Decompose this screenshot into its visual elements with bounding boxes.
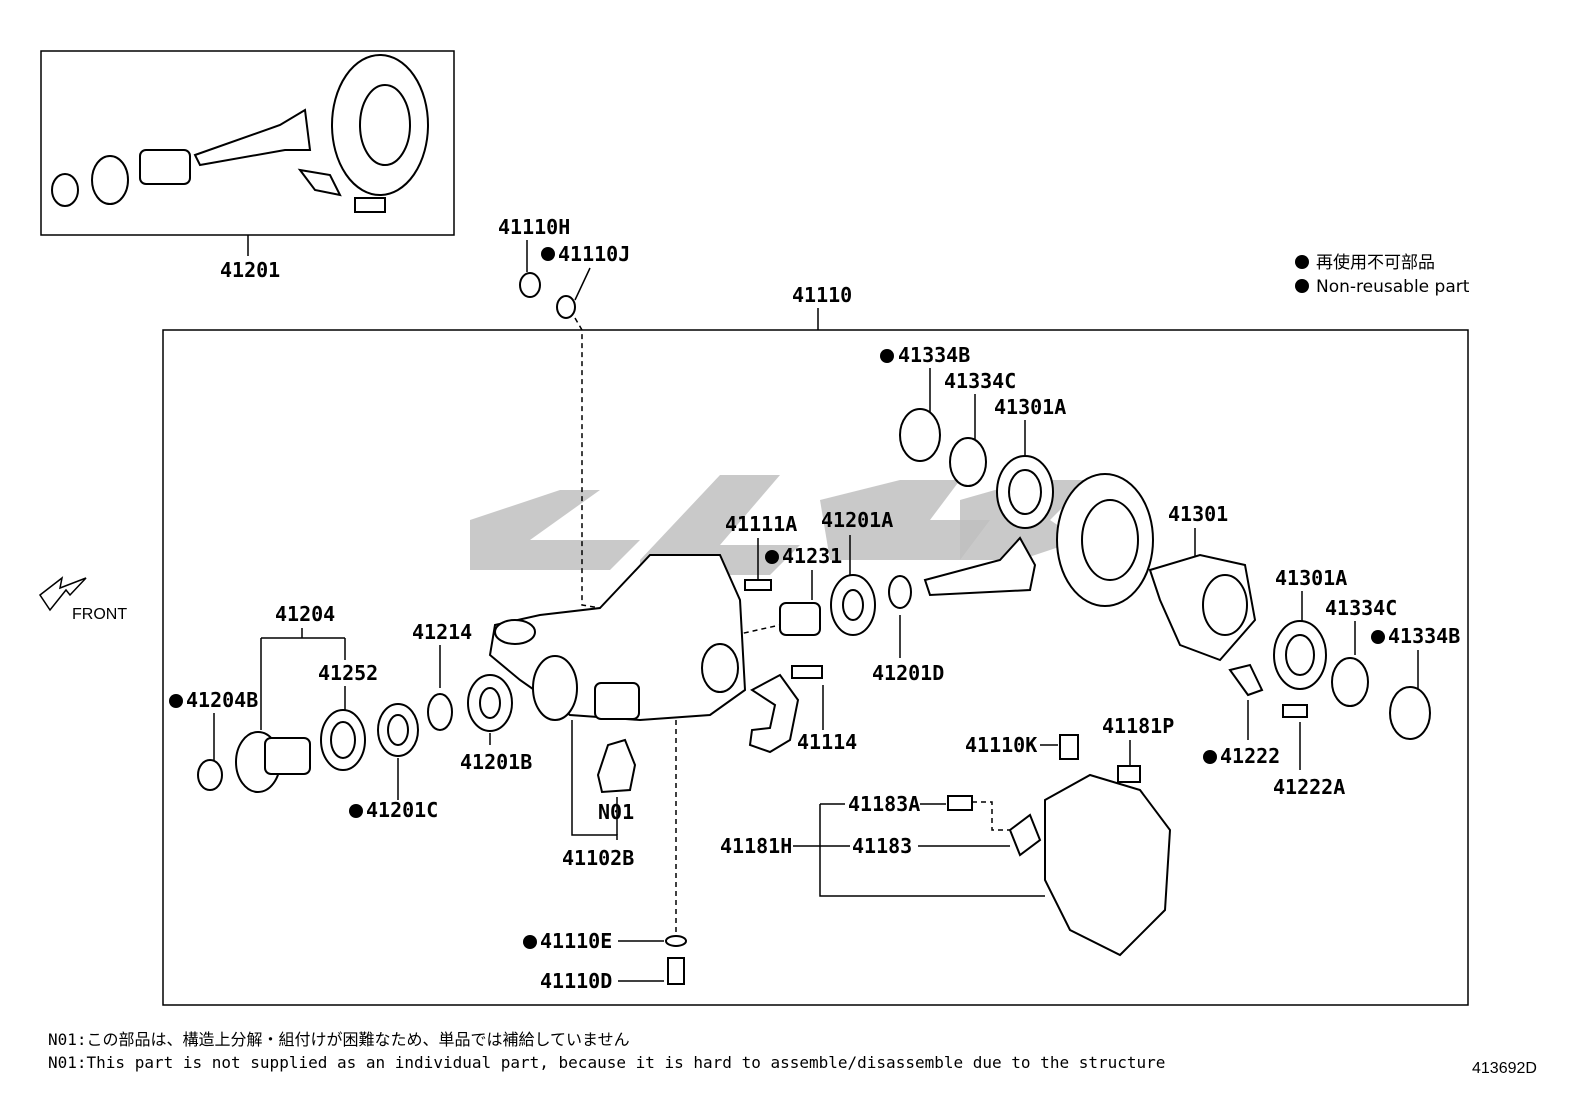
footnote-en: N01:This part is not supplied as an indi… [48, 1053, 1165, 1072]
part-41102B-shape [594, 682, 640, 720]
label-41201B: 41201B [460, 750, 532, 774]
pinion-shaft-shape [923, 536, 1037, 597]
part-41222A-shape [1282, 704, 1308, 718]
part-41181P-shape [1117, 765, 1141, 783]
label-41110J: 41110J [558, 242, 630, 266]
non-reusable-marker [169, 694, 183, 708]
part-41214-shape [427, 693, 453, 731]
label-41110H: 41110H [498, 215, 570, 239]
part-41111A-shape [744, 579, 772, 591]
part-41231-shape [779, 602, 821, 636]
label-41222A: 41222A [1273, 775, 1345, 799]
label-41201: 41201 [220, 258, 280, 282]
label-41201D: 41201D [872, 661, 944, 685]
footnote-jp: N01:この部品は、構造上分解・組付けが困難なため、単品では補給していません [48, 1030, 630, 1049]
part-41204B-shape [197, 759, 223, 791]
non-reusable-marker [765, 550, 779, 564]
part-41110D-shape [667, 957, 685, 985]
part-41110K-shape [1059, 734, 1079, 760]
label-41222: 41222 [1220, 744, 1280, 768]
label-41301A-top: 41301A [994, 395, 1066, 419]
non-reusable-marker [349, 804, 363, 818]
label-41110K: 41110K [965, 733, 1037, 757]
non-reusable-marker [541, 247, 555, 261]
label-41201A: 41201A [821, 508, 893, 532]
label-41204B: 41204B [186, 688, 258, 712]
label-41204: 41204 [275, 602, 335, 626]
part-N01-shape [596, 738, 637, 794]
label-41334B-right: 41334B [1388, 624, 1460, 648]
label-41183A: 41183A [848, 792, 920, 816]
part-41114-bracket-shape [748, 673, 800, 754]
part-41110H-shape [519, 272, 541, 298]
label-41114: 41114 [797, 730, 857, 754]
label-N01: N01 [598, 800, 634, 824]
part-41183A-shape [947, 795, 973, 811]
non-reusable-marker [1371, 630, 1385, 644]
label-41110D: 41110D [540, 969, 612, 993]
part-41201D-shape [888, 575, 912, 609]
label-41110E: 41110E [540, 929, 612, 953]
label-41301: 41301 [1168, 502, 1228, 526]
watermark-logo [470, 475, 1090, 575]
label-41301A-right: 41301A [1275, 566, 1347, 590]
pinion-kit-drawing [51, 54, 429, 213]
part-41334C-right-shape [1331, 657, 1369, 707]
part-41222-shape [1228, 663, 1264, 697]
label-41334C-right: 41334C [1325, 596, 1397, 620]
label-41102B: 41102B [562, 846, 634, 870]
label-41183: 41183 [852, 834, 912, 858]
label-41181H: 41181H [720, 834, 792, 858]
legend-dot-jp [1295, 255, 1309, 269]
diagram-id: 413692D [1472, 1060, 1537, 1077]
part-41183-shape [1008, 813, 1042, 857]
label-41181P: 41181P [1102, 714, 1174, 738]
label-41110: 41110 [792, 283, 852, 307]
label-41334B-top: 41334B [898, 343, 970, 367]
label-41214: 41214 [412, 620, 472, 644]
label-41201C: 41201C [366, 798, 438, 822]
rear-cover-shape [1044, 773, 1172, 957]
non-reusable-marker [880, 349, 894, 363]
part-41334C-top-shape [949, 437, 987, 487]
label-41334C-top: 41334C [944, 369, 1016, 393]
legend-en: Non-reusable part [1316, 277, 1470, 297]
label-41111A: 41111A [725, 512, 797, 536]
part-41110E-shape [665, 935, 687, 947]
label-41231: 41231 [782, 544, 842, 568]
non-reusable-marker [523, 935, 537, 949]
part-41110J-shape [556, 295, 576, 319]
legend-jp: 再使用不可部品 [1316, 252, 1435, 273]
front-label: FRONT [72, 606, 127, 623]
non-reusable-marker [1203, 750, 1217, 764]
label-41252: 41252 [318, 661, 378, 685]
legend-dot-en [1295, 279, 1309, 293]
part-41334B-top-shape [899, 408, 941, 462]
part-41334B-right-shape [1389, 686, 1431, 740]
front-arrow-icon [38, 576, 87, 612]
assembly-41110-box [162, 329, 1469, 1006]
part-41114-bolt-shape [791, 665, 823, 679]
